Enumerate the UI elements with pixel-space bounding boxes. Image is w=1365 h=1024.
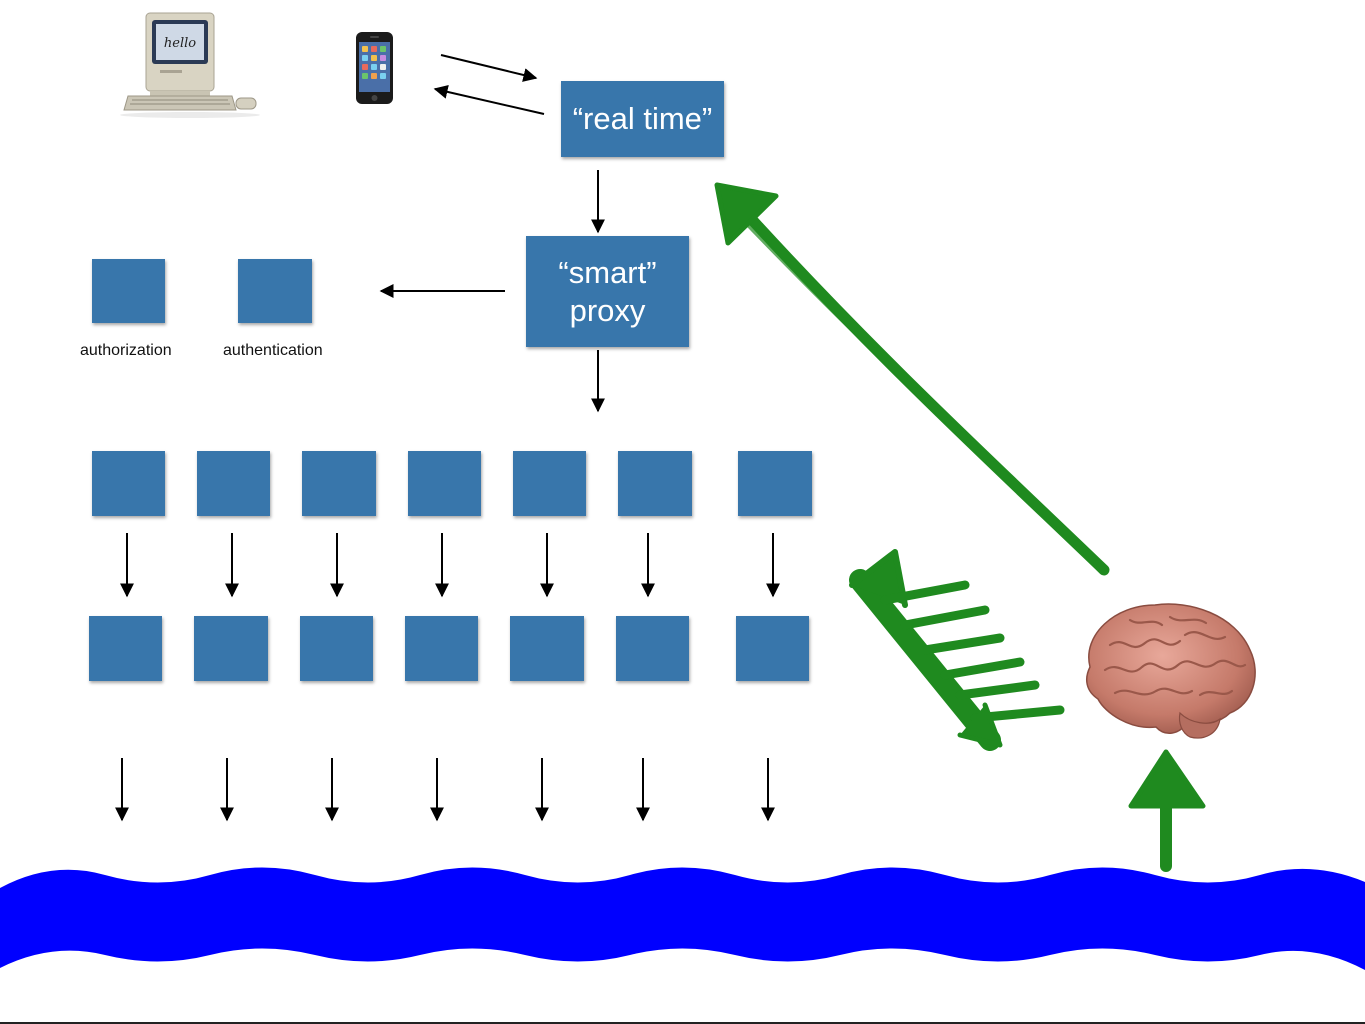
real-time-box: “real time” <box>561 81 724 157</box>
green-arrow-head <box>714 182 779 246</box>
data-box <box>616 616 689 681</box>
authentication-box <box>238 259 312 323</box>
monitor-screen-text: hello <box>164 36 196 51</box>
authorization-caption: authorization <box>80 342 172 359</box>
authorization-box <box>92 259 165 323</box>
data-box <box>300 616 373 681</box>
service-box <box>197 451 270 516</box>
arrow-realtime-to-device <box>433 84 545 115</box>
smart-proxy-box: “smart” proxy <box>526 236 689 347</box>
data-box <box>405 616 478 681</box>
data-box <box>194 616 268 681</box>
data-box <box>89 616 162 681</box>
green-arrow-head <box>1128 749 1206 809</box>
smartphone-icon <box>356 32 393 104</box>
authentication-caption: authentication <box>223 342 323 359</box>
macintosh-computer-icon: hello <box>120 12 260 118</box>
green-scribble-arrows <box>849 569 1001 751</box>
service-box <box>92 451 165 516</box>
brain-icon <box>1085 603 1256 739</box>
slide-bottom-border <box>0 1022 1365 1024</box>
smart-proxy-label: “smart” proxy <box>558 254 657 328</box>
service-box <box>513 451 586 516</box>
service-box <box>302 451 376 516</box>
arrow-device-to-realtime <box>440 54 538 82</box>
service-box <box>738 451 812 516</box>
data-box <box>736 616 809 681</box>
service-box <box>408 451 481 516</box>
service-box <box>618 451 692 516</box>
data-box <box>510 616 584 681</box>
real-time-label: “real time” <box>572 101 713 136</box>
